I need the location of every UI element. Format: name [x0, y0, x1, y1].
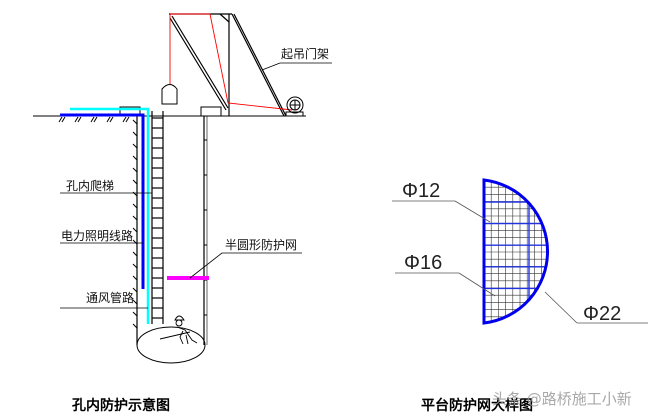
lining-mark — [132, 323, 138, 329]
lifting-gantry — [169, 13, 287, 117]
label-half-net: 半圆形防护网 — [225, 237, 297, 252]
label-vent-pipe: 通风管路 — [86, 290, 134, 305]
lining-mark — [132, 299, 138, 305]
power-line — [60, 113, 145, 289]
hole-bottom — [136, 326, 206, 364]
phi22-frame — [482, 178, 550, 325]
pile-hole-diagram — [33, 13, 332, 364]
lining-mark — [132, 131, 138, 137]
right-figure-title: 平台防护网大样图 — [421, 397, 533, 414]
soil-hatch — [93, 116, 98, 123]
lining-mark — [132, 263, 138, 269]
lining-mark — [132, 203, 138, 209]
winch-icon — [285, 96, 304, 117]
leader-lines — [60, 62, 332, 309]
lining-mark — [132, 287, 138, 293]
soil-hatch — [74, 116, 79, 123]
lining-mark — [132, 155, 138, 161]
left-figure-title: 孔内防护示意图 — [72, 397, 170, 414]
label-phi12: Φ12 — [402, 180, 440, 202]
lining-mark — [132, 311, 138, 317]
label-gantry: 起吊门架 — [281, 46, 329, 61]
lining-mark — [132, 143, 138, 149]
worker-figure — [159, 315, 198, 345]
lining-mark — [132, 275, 138, 281]
bucket — [161, 84, 178, 105]
soil-hatch — [122, 116, 127, 123]
soil-hatch — [61, 116, 66, 123]
label-phi22: Φ22 — [583, 303, 621, 325]
lining-mark — [132, 179, 138, 185]
soil-hatch — [77, 116, 82, 123]
watermark: 头条 @路桥施工小新 — [492, 390, 632, 408]
hole-collar-right — [200, 106, 222, 117]
soil-hatch — [125, 116, 130, 123]
soil-hatch — [58, 116, 63, 123]
hoist-rope — [170, 13, 293, 111]
soil-hatch — [109, 116, 114, 123]
lining-mark — [132, 251, 138, 257]
ladder — [151, 111, 164, 324]
label-phi16: Φ16 — [404, 252, 442, 274]
soil-hatch — [90, 116, 95, 123]
lining-mark — [132, 167, 138, 173]
lining-mark — [132, 215, 138, 221]
lining-mark — [132, 119, 138, 125]
lining-mark — [132, 227, 138, 233]
label-ladder: 孔内爬梯 — [66, 179, 114, 193]
detail-leaders — [392, 200, 648, 324]
soil-hatch — [106, 116, 111, 123]
vent-pipe — [70, 107, 150, 324]
label-power-line: 电力照明线路 — [61, 228, 133, 243]
